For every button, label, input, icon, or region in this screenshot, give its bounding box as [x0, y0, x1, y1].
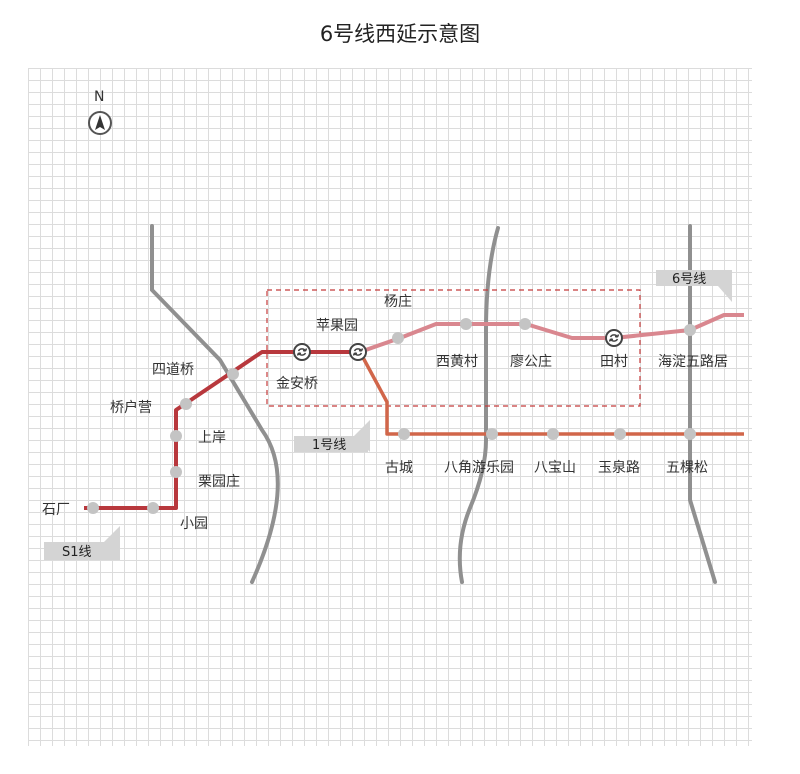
line6-tag: 6号线	[656, 270, 732, 302]
transfer-icon[interactable]	[293, 343, 311, 361]
line6-route	[359, 313, 744, 354]
station-dot-gucheng[interactable]	[398, 428, 410, 440]
river-east	[688, 224, 717, 584]
station-dot-qiaohuying[interactable]	[180, 398, 192, 410]
river-middle	[457, 226, 500, 584]
transfer-icon[interactable]	[349, 343, 367, 361]
map-title: 6号线西延示意图	[319, 22, 481, 46]
station-dot-shangan[interactable]	[170, 430, 182, 442]
station-label: 桥户营	[110, 399, 152, 416]
station-dot-liaogongzhuang[interactable]	[519, 318, 531, 330]
station-dot-haidianwuluju[interactable]	[684, 324, 696, 336]
station-dot-yangzhuang[interactable]	[392, 332, 404, 344]
svg-text:6号线: 6号线	[672, 272, 706, 287]
station-label: 石厂	[42, 502, 70, 518]
north-arrow-icon	[88, 111, 112, 135]
grid-background	[28, 68, 752, 746]
station-dot-sidaoqiao[interactable]	[227, 368, 239, 380]
station-dot-xiaoyuan[interactable]	[147, 502, 159, 514]
svg-text:1号线: 1号线	[312, 438, 346, 453]
station-dot-yuquanlu[interactable]	[614, 428, 626, 440]
transfer-icon[interactable]	[605, 329, 623, 347]
north-label: N	[94, 89, 104, 105]
station-label: 上岸	[198, 430, 226, 446]
station-label: 八宝山	[534, 460, 576, 476]
line1-tag: 1号线	[294, 420, 370, 453]
station-label: 廖公庄	[510, 353, 552, 370]
station-dot-babaoshan[interactable]	[547, 428, 559, 440]
station-label: 古城	[385, 460, 413, 476]
station-dot-bajiaoyoulayuan[interactable]	[486, 428, 498, 440]
station-label: 五棵松	[666, 460, 708, 476]
line1-route	[358, 351, 744, 436]
station-label: 杨庄	[384, 293, 412, 310]
river-west	[150, 224, 280, 584]
station-dot-shichang[interactable]	[87, 502, 99, 514]
station-label: 栗园庄	[198, 473, 240, 490]
station-dot-liyuanzhuang[interactable]	[170, 466, 182, 478]
station-dot-wukesong[interactable]	[684, 428, 696, 440]
station-label: 苹果园	[316, 318, 358, 334]
station-dot-xihuangcun[interactable]	[460, 318, 472, 330]
svg-text:S1线: S1线	[62, 545, 92, 560]
station-label: 玉泉路	[598, 459, 640, 476]
station-label: 四道桥	[152, 362, 194, 378]
extension-area-box	[266, 289, 641, 407]
station-label: 田村	[600, 354, 628, 370]
lineS1-tag: S1线	[44, 526, 120, 560]
station-label: 八角游乐园	[444, 460, 514, 476]
station-label: 西黄村	[436, 353, 478, 370]
station-label: 金安桥	[276, 376, 318, 392]
station-label: 小园	[180, 516, 208, 532]
station-label: 海淀五路居	[658, 354, 728, 370]
